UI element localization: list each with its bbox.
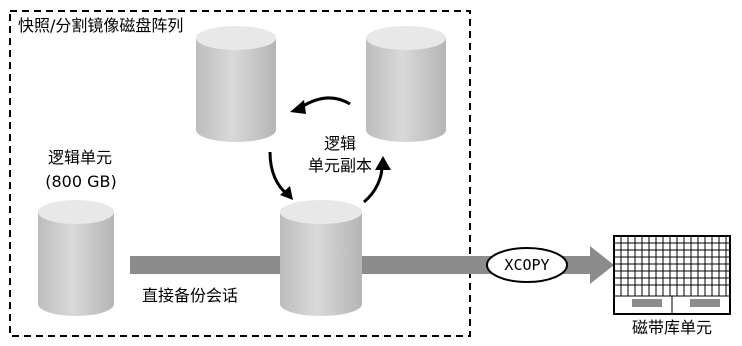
cylinder-top-right <box>366 26 446 142</box>
copy-label-line1: 逻辑 <box>323 134 356 153</box>
cylinder-logical-unit <box>38 200 114 316</box>
logical-unit-size: (800 GB) <box>45 172 117 191</box>
disk-array-boundary <box>9 10 471 337</box>
tape-library-label: 磁带库单元 <box>632 318 713 337</box>
logical-unit-label: 逻辑单元 <box>47 148 112 167</box>
copy-label-line2: 单元副本 <box>307 156 372 175</box>
xcopy-ellipse <box>486 247 568 283</box>
direct-backup-label: 直接备份会话 <box>142 286 239 305</box>
cycle-arrow-right-head <box>375 156 391 170</box>
cycle-arrow-left-head <box>280 186 293 200</box>
cylinder-top-left <box>196 26 276 142</box>
tape-library-icon <box>613 235 731 315</box>
disk-array-title: 快照/分割镜像磁盘阵列 <box>18 16 184 35</box>
xcopy-arrowhead <box>590 246 614 284</box>
direct-backup-bar <box>130 256 280 274</box>
cycle-arrow-top-head <box>290 100 306 114</box>
cycle-arrow-top <box>299 96 351 110</box>
cylinder-logical-copy <box>280 200 362 316</box>
xcopy-label: XCOPY <box>504 256 550 274</box>
cycle-arrow-left <box>268 151 288 196</box>
